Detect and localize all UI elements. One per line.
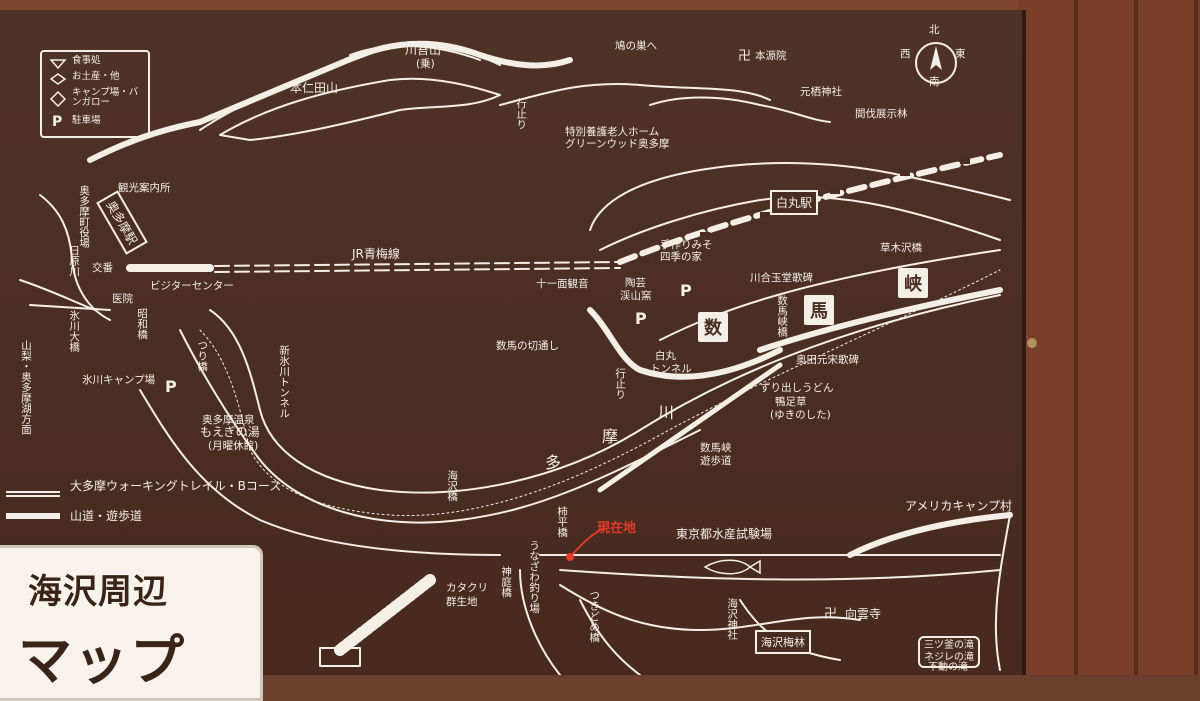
wall-top [0,0,1200,12]
label-ikidomari-1: 行止り [515,98,528,130]
river-char-1: 多 [545,453,562,472]
label-moegi: 奥多摩温泉 [202,414,255,426]
compass-south: 南 [929,76,940,88]
label-nursing-home: 特別養護老人ホーム [565,126,660,138]
legend-icons: P [49,59,67,130]
river-char-2: 摩 [602,427,619,446]
label-moegi-2: もえぎの湯 [200,425,260,439]
fish-icon [703,559,761,575]
gorge-char-1: 数 [698,312,728,342]
map-board: P 食事処 お土産・他 キャンプ場・バンガロー 駐車場 北 南 東 西 川苔山 … [0,10,1026,701]
page-subtitle: マップ [18,629,186,692]
river-char-3: 川 [658,403,675,422]
label-hatonosu: 鳩の巣へ [615,40,657,52]
gorge-char-2: 馬 [804,295,834,325]
legend-box: P 食事処 お土産・他 キャンプ場・バンガロー 駐車場 [40,50,150,138]
label-tezukuri-2: 四季の家 [660,251,702,263]
label-fisheries: 東京都水産試験場 [676,527,773,541]
parking-icon: P [680,281,692,300]
label-umizawa-bridge: 海沢橋 [446,470,459,502]
legend-parking: 駐車場 [72,115,101,126]
label-kamiba: 神庭橋 [500,566,513,598]
label-kanko: 観光案内所 [118,182,171,194]
page-title: 海沢周辺 [28,572,168,612]
parking-icon: P [635,309,647,328]
label-falls-3: 不動の滝 [928,662,968,673]
wooden-wall [1018,0,1200,675]
label-kanbatsu: 間伐展示林 [855,108,908,120]
label-hongen: 本源院 [755,50,787,62]
label-visitor: ビジターセンター [150,280,234,292]
label-umizawa-shrine: 海沢神社 [726,598,739,640]
label-town-office: 奥多摩町役場 [78,185,91,248]
route-legend-walking: 大多摩ウォーキングトレイル・Bコース [70,479,282,494]
map-canvas [19,40,1013,675]
legend-souvenir: お土産・他 [72,71,120,82]
label-shin-hikawa: 新氷川トンネル [278,345,291,419]
label-lake: 山梨・奥多摩湖方面 [20,340,32,435]
route-legend-walking-text: 大多摩ウォーキングトレイル・Bコース [70,479,282,493]
label-falls-2: ネジレの滝 [924,652,974,663]
label-okuda: 奥田元宋歌碑 [796,354,859,366]
label-kawanori-sub: (乗) [416,58,435,70]
label-kazuma-path: 数馬峡 [700,442,732,454]
label-showa: 昭和橋 [136,308,149,340]
label-hikawa-ohashi: 氷川大橋 [68,310,81,352]
label-plum: 海沢梅林 [755,630,811,654]
label-nursing-home-2: グリーンウッド奥多摩 [565,138,670,150]
label-kakihira: 柿平橋 [556,506,569,538]
route-legend-trail: 山道・遊歩道 [70,509,143,523]
label-shiromaru-tunnel-2: トンネル [650,363,692,375]
label-nippara: 日原川 [68,245,81,277]
label-kusaki: 草木沢橋 [880,242,922,254]
label-current-location: 現在地 [597,521,637,536]
label-kazuma-path-2: 遊歩道 [700,455,732,467]
compass-icon [915,42,957,84]
parking-icon: P [165,377,177,396]
label-american: アメリカキャンプ村 [905,499,1013,513]
temple-icon: 卍 [738,49,752,64]
label-moegi-3: (月曜休館) [208,440,259,452]
label-shiromaru-tunnel: 白丸 [655,350,676,362]
label-motonita: 本仁田山 [290,81,339,95]
temple-icon: 卍 [824,607,838,622]
label-kamoashi: 鴨足草 [775,396,807,408]
label-zuridashi: ずり出しうどん [760,382,834,394]
label-katakuri: カタクリ [446,582,488,594]
route-legend-lines [6,491,60,519]
svg-text:P: P [52,114,62,130]
label-kawai: 川合玉堂歌碑 [750,272,813,284]
label-tezukuri: 手作りみそ [660,239,713,251]
label-tsukidome: つきどめ橋 [588,590,601,643]
label-tougei-2: 渓山窯 [620,290,652,302]
label-koban: 交番 [92,262,113,274]
label-ikidomari-2: 行止り [614,368,627,400]
label-tougei: 陶芸 [625,277,646,289]
label-kawanori: 川苔山 [405,43,442,57]
label-kouun: 向雲寺 [845,607,882,621]
label-kamoashi-2: (ゆきのした) [770,409,831,421]
compass-west: 西 [900,48,911,60]
compass-north: 北 [929,24,940,36]
label-motosu: 元栖神社 [800,86,842,98]
label-falls-1: 三ツ釜の滝 [924,640,974,651]
label-jr-line: JR青梅線 [352,247,400,261]
legend-restaurant: 食事処 [72,55,101,66]
label-kazuma-cut: 数馬の切通し [496,340,559,352]
label-katakuri-2: 群生地 [446,596,478,608]
title-box: 海沢周辺 マップ [0,545,263,701]
label-hospital: 医院 [112,293,133,305]
falls-box: 三ツ釜の滝 ネジレの滝 [918,636,980,668]
label-unazawa: うなざわ釣り場 [528,540,541,614]
gorge-char-3: 峡 [898,268,928,298]
label-hikawa-camp: 氷川キャンプ場 [82,374,156,386]
label-tsuri: つり橋 [196,340,209,372]
screw [1027,338,1037,348]
shiromaru-station: 白丸駅 [770,190,819,215]
compass-east: 東 [955,48,966,60]
legend-camp: キャンプ場・バンガロー [72,87,139,109]
label-kazuma-kyo: 数馬峡橋 [776,295,789,337]
label-juichimen: 十一面観音 [536,278,589,290]
